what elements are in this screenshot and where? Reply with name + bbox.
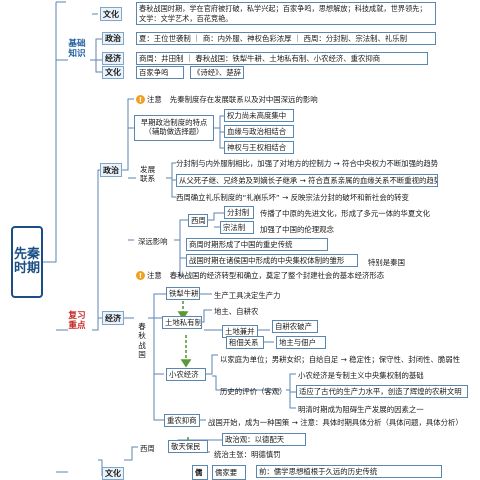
economy-eval-item-2: 明清时期成为阻碍生产发展的因素之一 bbox=[298, 405, 424, 414]
politics-dev-line1: 发展 bbox=[140, 165, 156, 174]
economy-note-text: 春秋战国的经济转型和确立，奠定了整个封建社会的基本经济形态 bbox=[169, 271, 385, 280]
politics-dev-item-1: 从父死子继、兄终弟及到嫡长子继承 → 符合直系亲属的血缘关系不断重视的趋势 bbox=[176, 174, 438, 187]
economy-tenant: 租佃关系 bbox=[226, 336, 264, 349]
politics-impact-b: 商周时期形成了中国的重史传统 bbox=[186, 238, 328, 251]
economy-period-4: 国 bbox=[138, 350, 146, 360]
basic-politics-text: 夏：王位世袭制 ｜ 商：内外服、神权色彩浓厚 ｜ 西周：分封制、宗法制、礼乐制 bbox=[136, 32, 436, 45]
economy-eval-item-1: 适应了古代的生产力水平，创造了辉煌的农耕文明 bbox=[296, 385, 468, 398]
politics-early-line2: （辅助做选择题） bbox=[144, 127, 204, 136]
politics-impact-a1: 分封制 bbox=[224, 206, 254, 219]
economy-self-farmer: 自耕农破产 bbox=[272, 320, 318, 333]
basic-economy-label: 经济 bbox=[102, 52, 124, 65]
top-culture-text: 春秋战国时期，学在官府被打破，私学兴起；百家争鸣，思想解放；科技成就，世界领先；… bbox=[136, 2, 436, 25]
politics-early-line1: 早期政治制度的特点 bbox=[140, 118, 208, 128]
section-review: 复习 重点 bbox=[66, 311, 88, 332]
politics-impact-a2: 宗法制 bbox=[220, 221, 254, 234]
section-review-line2: 重点 bbox=[68, 320, 86, 331]
economy-eval-item-0: 小农经济是专制主义中央集权制的基础 bbox=[298, 371, 424, 380]
economy-period-1: 春 bbox=[138, 322, 146, 331]
economy-label: 经济 bbox=[102, 311, 124, 325]
culture-confucian: 儒 bbox=[192, 465, 208, 480]
politics-early-item-0: 权力尚未高度集中 bbox=[224, 109, 294, 122]
section-basic-line1: 基础 bbox=[68, 39, 86, 49]
politics-impact-a2-text: 加强了中国的伦理观念 bbox=[260, 225, 334, 234]
economy-eval: 历史的评价（客观） bbox=[220, 387, 287, 396]
politics-note-badge: 注意 bbox=[147, 95, 162, 104]
basic-culture-label: 文化 bbox=[102, 66, 124, 79]
economy-agri: 重农抑商 bbox=[164, 414, 200, 427]
politics-early-item-2: 神权与王权相结合 bbox=[224, 141, 294, 154]
top-culture-label: 文化 bbox=[100, 7, 122, 21]
root-title: 先秦 时期 bbox=[11, 226, 43, 298]
basic-politics-label: 政治 bbox=[102, 32, 124, 45]
section-basic: 基础 知识 bbox=[66, 39, 88, 60]
economy-small-text: 以家庭为单位；男耕女织；自给自足 → 稳定性；保守性、封闭性、脆弱性 bbox=[220, 355, 461, 364]
culture-confucian-a: 儒家要 bbox=[212, 465, 246, 480]
section-review-line1: 复习 bbox=[68, 311, 86, 321]
politics-note: ! 注意 先秦制度存在发展联系以及对中国深远的影响 bbox=[136, 94, 318, 105]
root-title-bottom: 时期 bbox=[13, 261, 40, 276]
exclamation-icon: ! bbox=[136, 95, 145, 104]
politics-label: 政治 bbox=[100, 163, 122, 177]
top-culture-text-content: 春秋战国时期，学在官府被打破，私学兴起；百家争鸣，思想解放；科技成就，世界领先；… bbox=[139, 4, 427, 23]
politics-early-item-1: 血缘与政治相结合 bbox=[224, 125, 294, 138]
economy-small: 小农经济 bbox=[166, 368, 206, 381]
culture-west-zhou: 西周 bbox=[140, 444, 155, 453]
culture-respect: 敬天保民 bbox=[168, 440, 208, 453]
economy-note-badge: 注意 bbox=[147, 271, 162, 280]
economy-landlord: 地主与佃户 bbox=[276, 336, 326, 349]
economy-period: 春 秋 战 国 bbox=[136, 322, 148, 360]
economy-period-2: 秋 bbox=[138, 331, 146, 341]
economy-iron: 铁犁牛耕 bbox=[166, 287, 200, 300]
economy-period-3: 战 bbox=[138, 340, 146, 350]
politics-west-zhou: 西周 bbox=[188, 214, 208, 227]
politics-impact-c-tag: 特别是秦国 bbox=[368, 258, 405, 267]
politics-dev-item-2: 西周确立礼乐制度的“礼崩乐坏” → 反映宗法分封的破坏和新社会的转变 bbox=[176, 193, 409, 202]
politics-impact-label: 深远影响 bbox=[138, 237, 168, 246]
culture-label: 文化 bbox=[102, 467, 124, 480]
section-basic-line2: 知识 bbox=[68, 48, 86, 59]
economy-land-private: 土地私有制 bbox=[162, 316, 202, 329]
culture-ruler: 统治主张：明德慎罚 bbox=[214, 450, 281, 459]
basic-culture-text-a: 百家争鸣 bbox=[136, 66, 184, 79]
politics-dev-label: 发展 联系 bbox=[140, 165, 155, 183]
politics-early: 早期政治制度的特点 （辅助做选择题） bbox=[134, 115, 214, 141]
economy-agri-text: 战国开始，成为一种国策 → 注意：具体时期具体分析（具体问题，具体分析） bbox=[208, 418, 463, 427]
economy-land-state: 地主、自耕农 bbox=[214, 307, 259, 316]
politics-dev-item-0: 分封制与内外服制相比，加强了对地方的控制力 → 符合中央权力不断加强的趋势 bbox=[176, 159, 439, 168]
economy-iron-text: 生产工具决定生产力 bbox=[214, 291, 281, 300]
economy-note: ! 注意 春秋战国的经济转型和确立，奠定了整个封建社会的基本经济形态 bbox=[136, 270, 384, 281]
politics-impact-a1-text: 传播了中原的先进文化，形成了多元一体的华夏文化 bbox=[260, 209, 430, 218]
basic-culture-text-b: 《诗经》、楚辞 bbox=[190, 66, 244, 79]
culture-confucian-b: 前：儒学思想植根于久远的历史传统 bbox=[256, 465, 442, 478]
exclamation-icon: ! bbox=[136, 271, 145, 280]
politics-dev-line2: 联系 bbox=[140, 174, 156, 184]
culture-politics-view: 政治观：以德配天 bbox=[222, 433, 306, 446]
root-title-top: 先秦 bbox=[13, 247, 40, 263]
politics-note-text: 先秦制度存在发展联系以及对中国深远的影响 bbox=[169, 95, 318, 104]
politics-impact-c: 战国时期在诸侯国中形成的中央集权体制的雏形 bbox=[186, 254, 358, 267]
basic-economy-text: 商周：井田制 ｜ 春秋战国：铁犁牛耕、土地私有制、小农经济、重农抑商 bbox=[136, 52, 428, 65]
